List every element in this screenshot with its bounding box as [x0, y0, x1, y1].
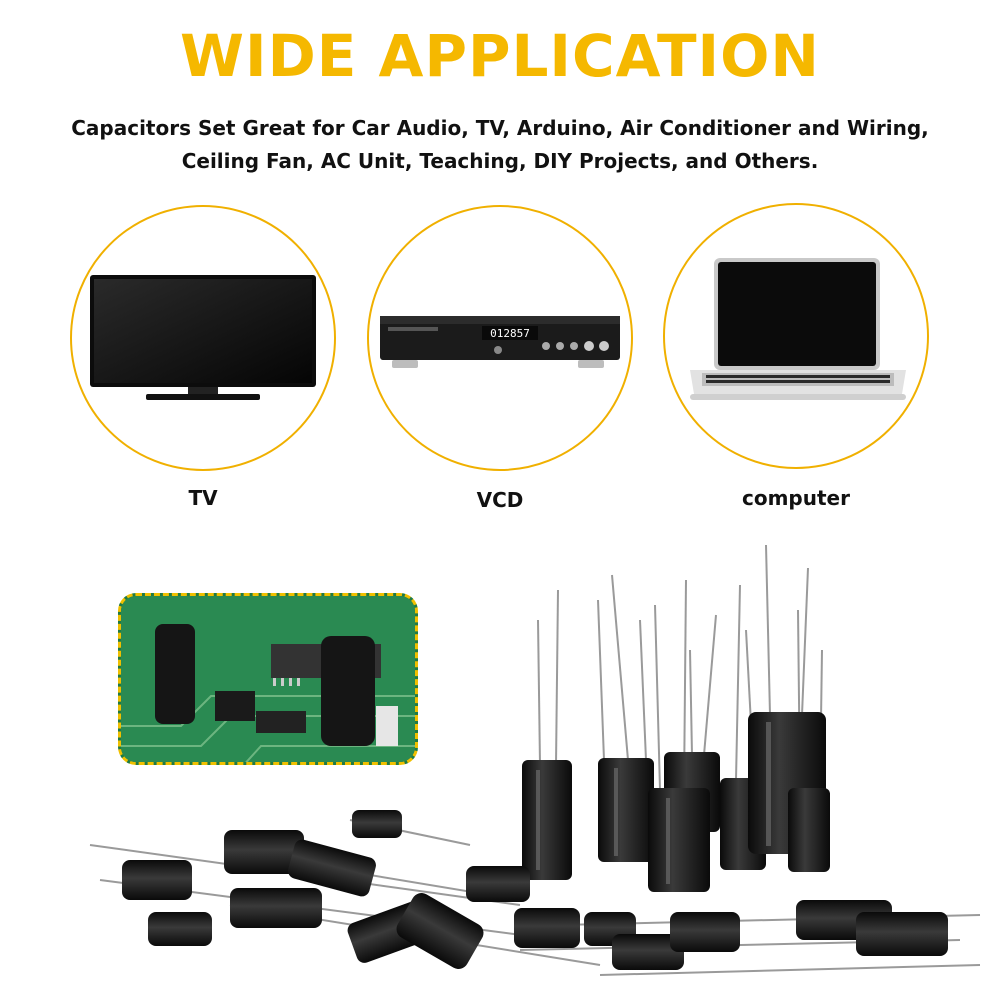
subtitle-line-2: Ceiling Fan, AC Unit, Teaching, DIY Proj… [181, 149, 819, 173]
page-title: WIDE APPLICATION [180, 22, 820, 90]
subtitle: Capacitors Set Great for Car Audio, TV, … [40, 112, 960, 178]
label-computer: computer [742, 486, 850, 510]
pcb-inset-photo [118, 593, 418, 765]
subtitle-line-1: Capacitors Set Great for Car Audio, TV, … [71, 116, 929, 140]
label-vcd: VCD [476, 488, 524, 512]
vcd-player-icon: 012857 [380, 316, 620, 368]
tv-icon [90, 275, 316, 400]
label-tv: TV [188, 486, 218, 510]
vcd-display-text: 012857 [490, 327, 530, 340]
laptop-icon [690, 258, 906, 400]
